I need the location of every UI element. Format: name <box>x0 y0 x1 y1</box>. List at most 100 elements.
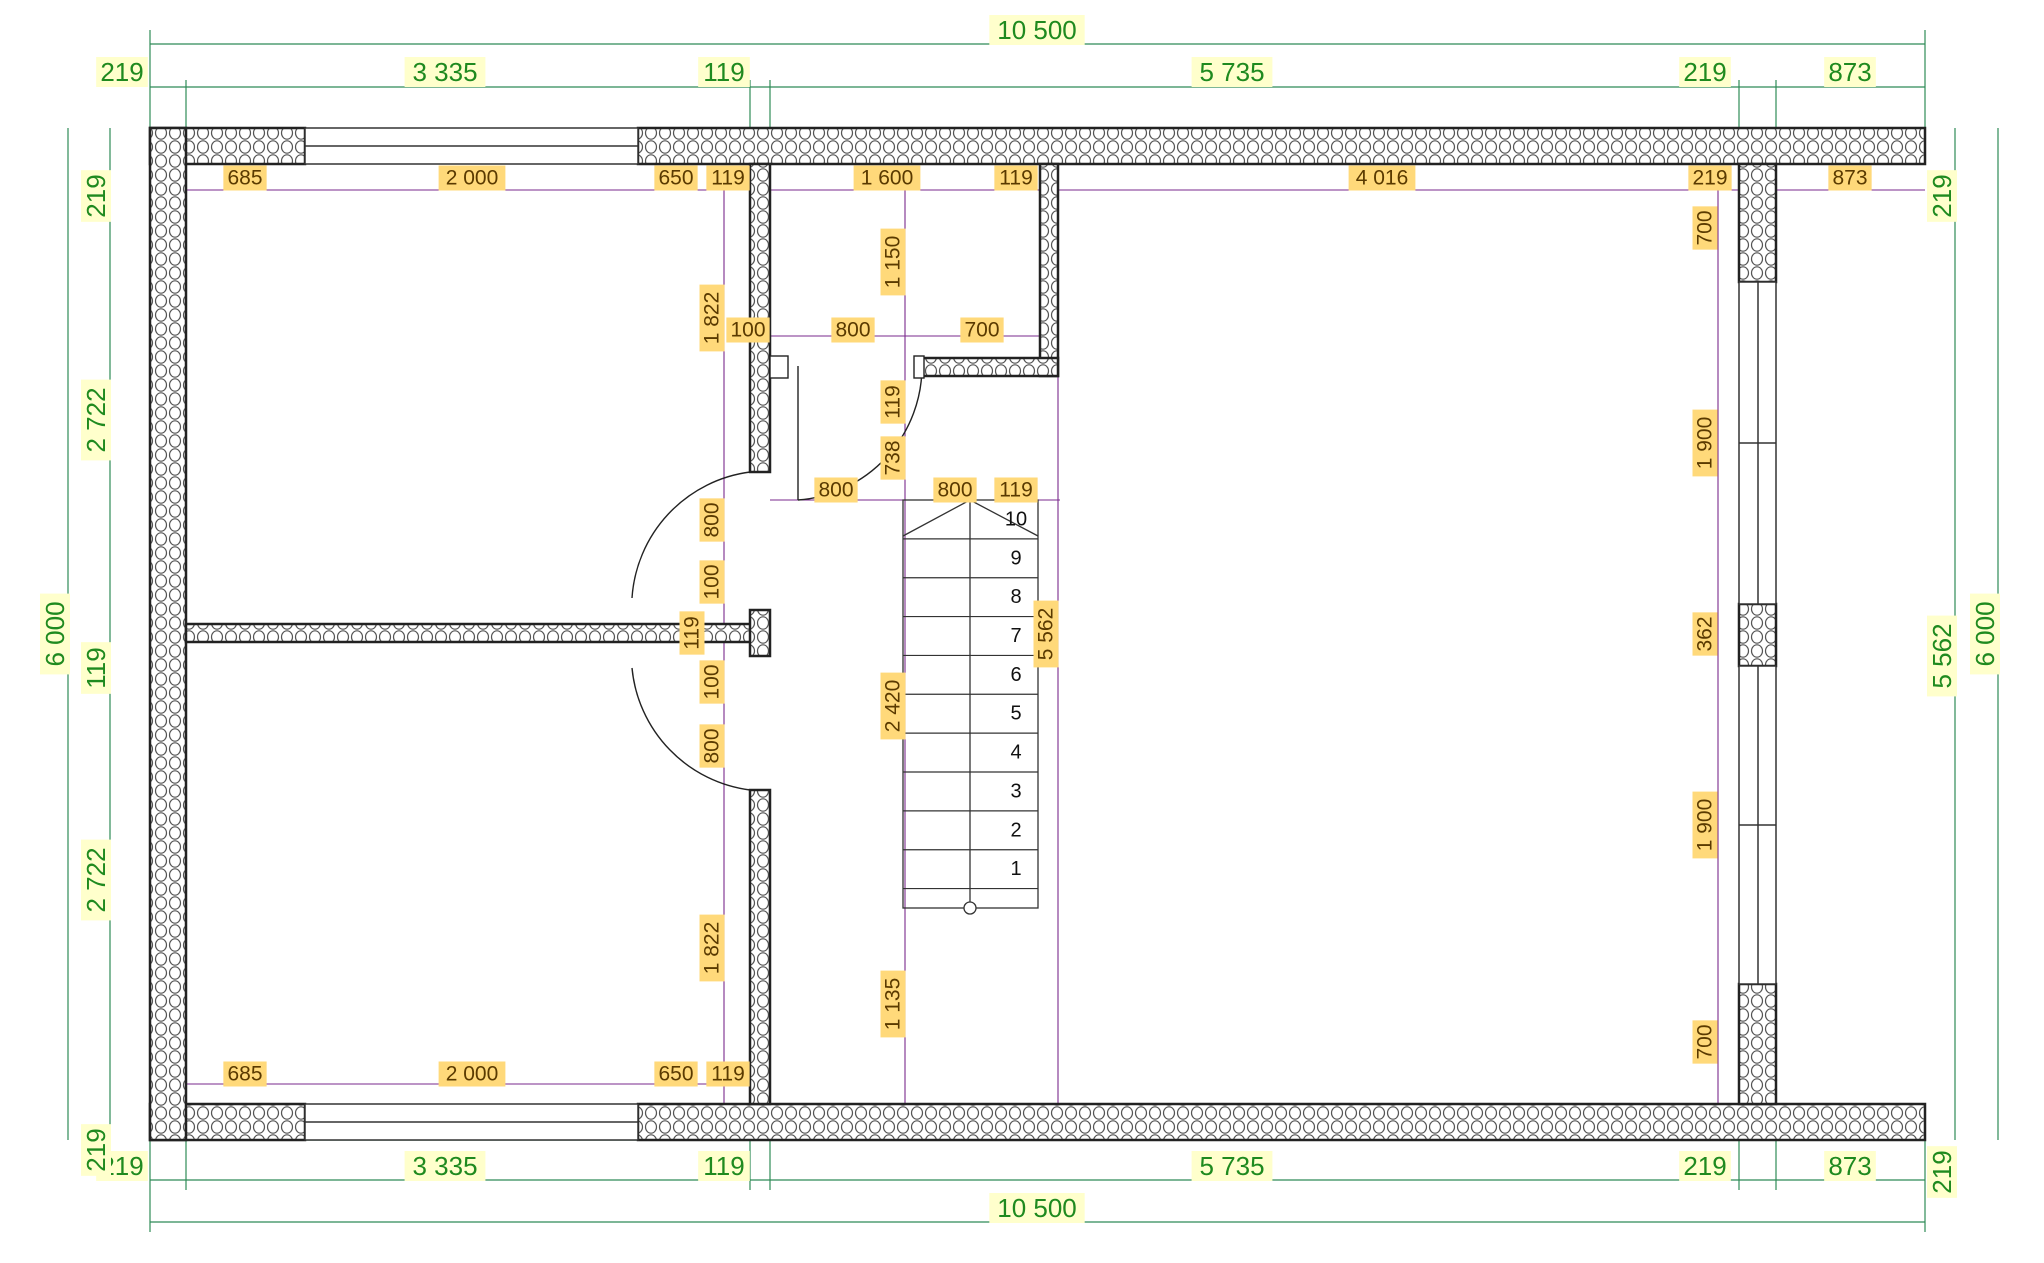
dimension-value: 5 735 <box>1199 1151 1264 1181</box>
interior-bottom-dimension: 650 <box>654 1061 698 1087</box>
bottom-segment-dimension: 119 <box>698 1151 750 1181</box>
right-wall-dimension: 700 <box>1692 206 1718 250</box>
right-wall-bottom <box>1737 982 1778 1106</box>
dimension-value: 800 <box>701 728 724 763</box>
dimension-label-bg <box>223 165 267 191</box>
dimension-label-bg <box>1348 165 1416 191</box>
dimension-label-bg <box>699 724 725 768</box>
partition-dimension: 1 822 <box>699 914 725 982</box>
dimension-value: 219 <box>1927 1150 1957 1193</box>
dimension-label-bg <box>438 165 506 191</box>
dimension-value: 1 150 <box>882 236 905 289</box>
dimension-label-bg <box>404 57 486 87</box>
dimension-label-bg <box>994 477 1038 503</box>
dimension-label-bg <box>699 498 725 542</box>
dimension-value: 685 <box>227 167 262 190</box>
bottom-segment-dimension: 5 735 <box>1191 1151 1273 1181</box>
dimension-label-bg <box>1679 1151 1731 1181</box>
left-total-dimension: 6 000 <box>40 593 70 675</box>
dimension-value: 2 000 <box>446 1063 499 1086</box>
dimension-label-bg <box>223 1061 267 1087</box>
closet-dimension: 1 150 <box>880 228 906 296</box>
dimension-value: 10 500 <box>997 1193 1077 1223</box>
dimension-label-bg <box>933 477 977 503</box>
right-inner-dimension: 5 562 <box>1927 615 1957 697</box>
interior-top-dimension: 119 <box>706 165 750 191</box>
dimension-label-bg <box>880 672 906 740</box>
left-segment-dimension: 119 <box>81 642 111 694</box>
dimension-value: 700 <box>964 319 999 342</box>
stair-step-number: 6 <box>1010 664 1021 686</box>
dimension-label-bg <box>699 560 725 604</box>
dimension-value: 5 562 <box>1035 608 1058 661</box>
right-top-dimension: 219 <box>1927 170 1957 222</box>
stair-step-number: 3 <box>1010 780 1021 802</box>
dimension-value: 10 500 <box>997 15 1077 45</box>
right-wall-mid <box>1737 602 1778 668</box>
right-wall-dimension: 1 900 <box>1692 791 1718 859</box>
dimension-value: 1 900 <box>1694 799 1717 852</box>
dimension-label-bg <box>1927 615 1957 697</box>
dimension-label-bg <box>1688 165 1732 191</box>
interior-bottom-dimension: 2 000 <box>438 1061 506 1087</box>
dimension-value: 800 <box>835 319 870 342</box>
dimension-label-bg <box>1033 600 1059 668</box>
dimension-value: 2 420 <box>882 680 905 733</box>
dimension-value: 219 <box>1683 1151 1726 1181</box>
dimension-value: 219 <box>1683 57 1726 87</box>
dimension-value: 219 <box>1927 174 1957 217</box>
dimension-label-bg <box>96 57 148 87</box>
dimension-label-bg <box>960 317 1004 343</box>
dimension-label-bg <box>40 593 70 675</box>
top-segment-dimension: 219 <box>96 57 148 87</box>
dimension-value: 650 <box>658 167 693 190</box>
dimension-label-bg <box>880 228 906 296</box>
dimension-value: 2 000 <box>446 167 499 190</box>
walls <box>148 126 1927 1142</box>
door-swing-arc-upper <box>631 471 751 599</box>
right-wall-top <box>1737 162 1778 284</box>
dimension-value: 2 722 <box>81 847 111 912</box>
dimension-value: 100 <box>730 319 765 342</box>
wall-bottom-right <box>636 1102 1927 1142</box>
dimension-value: 1 822 <box>701 292 724 345</box>
dimension-label-bg <box>654 1061 698 1087</box>
dimension-value: 4 016 <box>1356 167 1409 190</box>
dimension-value: 119 <box>703 57 744 87</box>
doors <box>631 355 925 791</box>
dimension-label-bg <box>706 165 750 191</box>
stair-step-number: 4 <box>1010 742 1021 764</box>
dimension-value: 650 <box>658 1063 693 1086</box>
dimension-value: 738 <box>882 440 905 475</box>
interior-bottom-dimension: 119 <box>706 1061 750 1087</box>
interior-top-dimension: 685 <box>223 165 267 191</box>
dimension-label-bg <box>699 284 725 352</box>
dimension-label-bg <box>989 1193 1085 1223</box>
dimension-label-bg <box>81 839 111 921</box>
right-wall-dimension: 700 <box>1692 1020 1718 1064</box>
dimension-label-bg <box>438 1061 506 1087</box>
dimension-value: 219 <box>100 57 143 87</box>
bottom-segment-dimension: 873 <box>1824 1151 1876 1181</box>
dimension-value: 2 722 <box>81 387 111 452</box>
door-dimension: 800 <box>699 498 725 542</box>
stair-dimension: 1 135 <box>880 970 906 1038</box>
left-segment-dimension: 219 <box>81 170 111 222</box>
interior-top-dimension: 1 600 <box>853 165 921 191</box>
stair-dimension: 5 562 <box>1033 600 1059 668</box>
right-total-dimension: 6 000 <box>1970 593 2000 675</box>
dimension-label-bg <box>699 914 725 982</box>
partition-lower <box>748 788 772 1106</box>
wall-top-right <box>636 126 1927 166</box>
door-dimension: 119 <box>880 380 906 424</box>
closet-dimension: 700 <box>960 317 1004 343</box>
dimension-label-bg <box>880 380 906 424</box>
dimension-label-bg <box>698 57 750 87</box>
right-wall-dimension: 1 900 <box>1692 409 1718 477</box>
dimension-value: 219 <box>81 1128 111 1171</box>
dimension-value: 362 <box>1694 616 1717 651</box>
dimension-label-bg <box>1692 612 1718 656</box>
closet-dimension: 100 <box>726 317 770 343</box>
